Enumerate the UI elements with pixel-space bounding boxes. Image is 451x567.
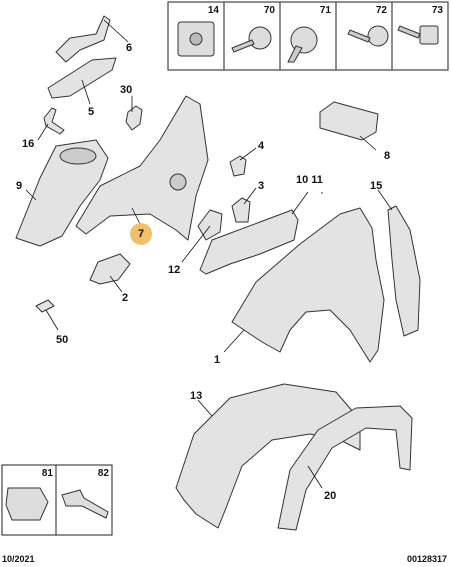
part-16 xyxy=(43,107,65,135)
fastener-box-label-71: 71 xyxy=(319,5,331,16)
clip-box-label-82: 82 xyxy=(97,468,109,479)
footer-date: 10/2021 xyxy=(2,554,35,564)
part-30 xyxy=(125,105,143,131)
screw-72-icon xyxy=(367,25,389,47)
fastener-box-label-73: 73 xyxy=(431,5,443,16)
clip-box-label-81: 81 xyxy=(41,468,53,479)
part-9 xyxy=(15,139,109,247)
callout-30: 30 xyxy=(120,84,133,96)
callout-16: 16 xyxy=(22,138,35,150)
callout-1: 1 xyxy=(214,354,221,366)
screw-73-icon xyxy=(419,25,439,45)
part-10-11 xyxy=(199,209,299,275)
callout-7-highlighted: 7 xyxy=(130,223,152,245)
part-4 xyxy=(229,155,247,177)
callout-3: 3 xyxy=(258,180,265,192)
callout-8: 8 xyxy=(384,150,391,162)
callout-6: 6 xyxy=(126,42,133,54)
fastener-box-label-70: 70 xyxy=(263,5,275,16)
callout-10-11: 10 11 xyxy=(296,174,323,186)
fastener-box-label-72: 72 xyxy=(375,5,387,16)
part-8 xyxy=(319,101,379,141)
screw-70-icon xyxy=(248,26,272,50)
rivet-82-icon xyxy=(61,489,109,519)
part-50 xyxy=(35,299,55,313)
callout-5: 5 xyxy=(88,106,95,118)
callout-12: 12 xyxy=(168,264,181,276)
part-2 xyxy=(89,253,131,285)
part-7 xyxy=(75,95,209,241)
callout-20: 20 xyxy=(324,490,337,502)
part-6 xyxy=(55,15,111,63)
footer-reference: 00128317 xyxy=(406,554,447,564)
callout-2: 2 xyxy=(122,292,129,304)
callout-4: 4 xyxy=(258,140,265,152)
callout-15: 15 xyxy=(370,180,383,192)
part-15 xyxy=(387,205,421,337)
callout-13: 13 xyxy=(190,390,203,402)
callout-9: 9 xyxy=(16,180,23,192)
fastener-box-label-14: 14 xyxy=(207,5,219,16)
part-1 xyxy=(231,207,385,363)
part-12 xyxy=(197,209,223,241)
part-20 xyxy=(277,405,413,531)
part-13 xyxy=(175,383,361,529)
clip-81-icon xyxy=(5,487,49,521)
part-5 xyxy=(47,57,117,99)
part-3 xyxy=(231,197,251,223)
callout-50: 50 xyxy=(56,334,69,346)
